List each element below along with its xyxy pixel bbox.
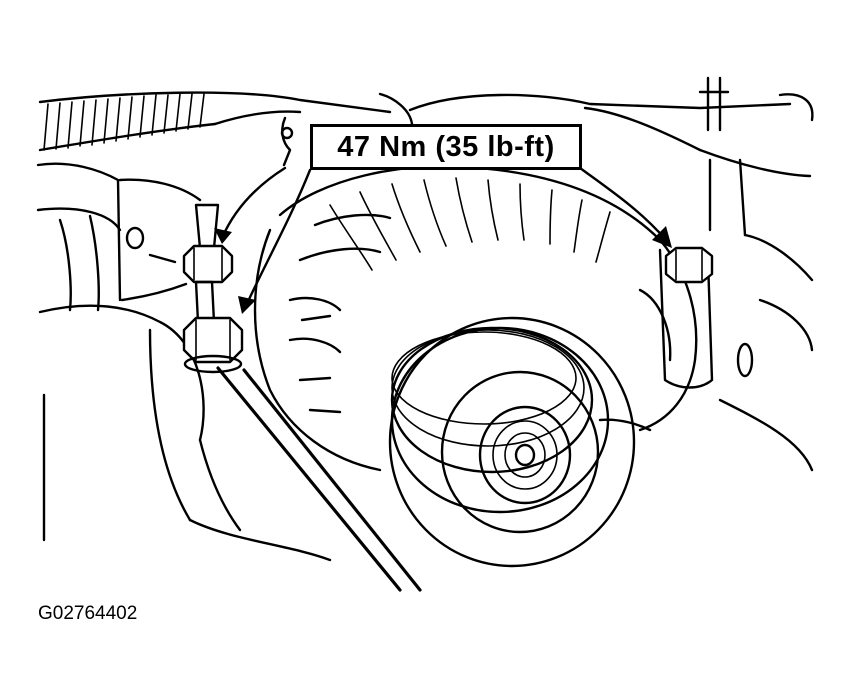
arrow-icon <box>214 228 232 244</box>
callout-leaders <box>214 116 672 314</box>
arrow-icon <box>652 226 672 248</box>
mounting-bolt-lower-left <box>182 280 244 374</box>
bolt-icon <box>182 316 244 364</box>
bolt-icon <box>182 244 234 284</box>
bolt-icon <box>664 246 714 284</box>
support-rod <box>216 366 422 592</box>
engine-bracket-left <box>36 162 332 562</box>
mounting-bolt-upper-left <box>182 203 234 284</box>
arrow-icon <box>238 296 256 314</box>
pulley-icon <box>388 316 636 568</box>
torque-label: 47 Nm (35 lb-ft) <box>337 130 555 163</box>
wiring-harness <box>38 91 414 152</box>
figure-code: G02764402 <box>38 603 138 624</box>
engine-cover <box>408 76 814 472</box>
mounting-bolt-right <box>658 246 754 389</box>
torque-callout: 47 Nm (35 lb-ft) <box>310 124 582 170</box>
